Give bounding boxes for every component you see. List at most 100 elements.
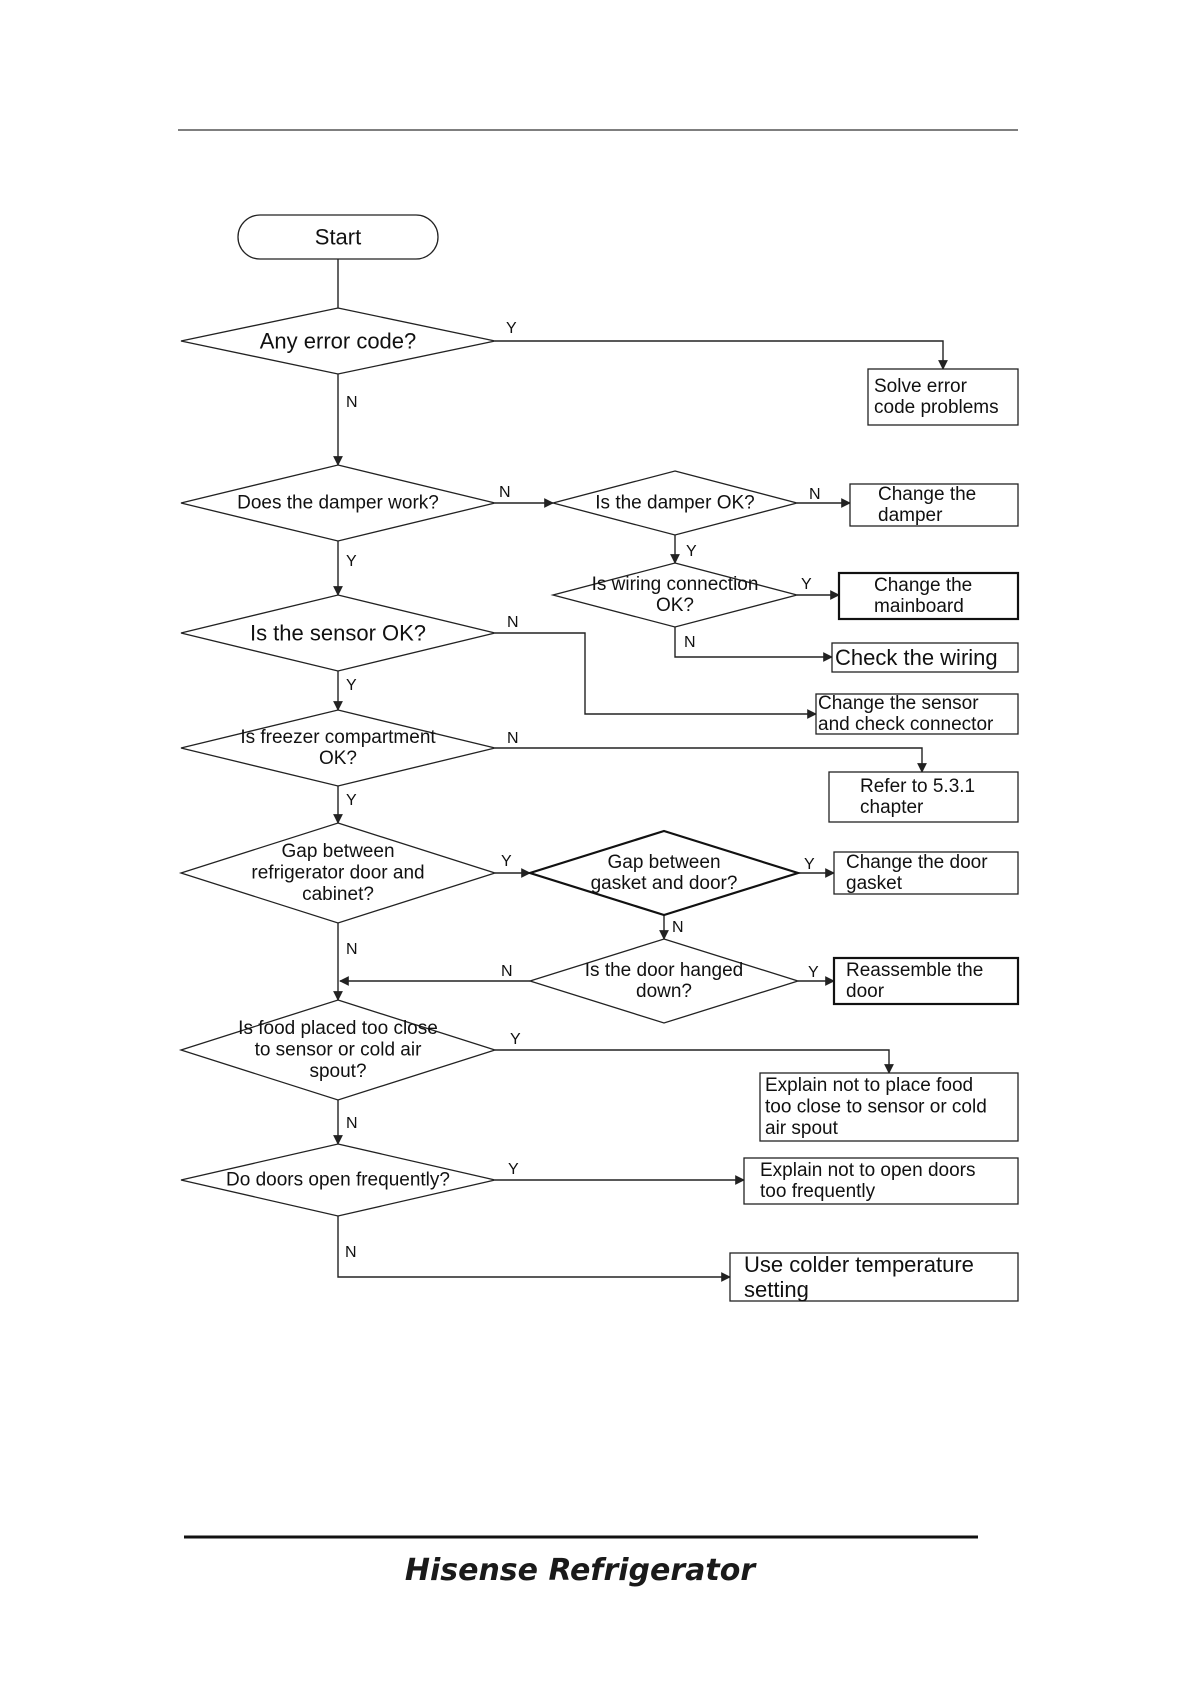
decision-shape xyxy=(550,470,800,536)
node-any-error-code: Any error code? xyxy=(180,307,496,375)
process-shape xyxy=(867,368,1019,426)
node-text-line: Gap between xyxy=(281,841,394,862)
node-text-line: chapter xyxy=(860,797,924,818)
node-text-line: Is the sensor OK? xyxy=(250,621,426,646)
node-text-line: OK? xyxy=(656,595,694,616)
process-shape xyxy=(743,1157,1019,1205)
decision-shape xyxy=(180,307,496,375)
node-text-line: door xyxy=(846,981,885,1002)
edge-label-doors-y: Y xyxy=(508,1161,519,1178)
node-text-line: spout? xyxy=(309,1061,366,1082)
node-text-line: Change the door xyxy=(846,852,988,873)
edge-label-sensor-n: N xyxy=(507,614,519,631)
terminal-shape xyxy=(237,214,439,260)
decision-shape xyxy=(178,822,498,924)
node-text-line: Explain not to place food xyxy=(765,1075,973,1096)
node-text-line: too close to sensor or cold xyxy=(765,1097,987,1118)
edge-label-damper-ok-n: N xyxy=(809,486,821,503)
node-text-line: Explain not to open doors xyxy=(760,1160,976,1181)
process-shape xyxy=(759,1072,1019,1142)
node-text-line: Solve error xyxy=(874,376,968,397)
node-doors-open: Do doors open frequently? xyxy=(180,1143,496,1217)
node-damper-ok: Is the damper OK? xyxy=(550,470,800,536)
node-damper-work: Does the damper work? xyxy=(180,464,496,542)
decision-shape xyxy=(527,938,801,1024)
node-text-line: Check the wiring xyxy=(835,645,998,670)
node-text-line: Refer to 5.3.1 xyxy=(860,776,975,797)
edge-label-gap-gasket-n: N xyxy=(672,919,684,936)
node-start: Start xyxy=(237,214,439,260)
edge-label-door-hanged-y: Y xyxy=(808,964,819,981)
edge-label-damper-ok-y: Y xyxy=(686,543,697,560)
node-text-line: OK? xyxy=(319,748,357,769)
node-text-line: Is freezer compartment xyxy=(240,727,436,748)
decision-shape xyxy=(178,999,498,1101)
node-text-line: Start xyxy=(315,225,361,250)
node-text-line: Reassemble the xyxy=(846,960,983,981)
edge-wiring-n xyxy=(674,627,833,662)
process-shape xyxy=(831,642,1019,673)
node-text-line: Do doors open frequently? xyxy=(226,1170,450,1191)
edges xyxy=(333,259,948,1282)
process-shape xyxy=(833,851,1019,895)
decision-shape xyxy=(526,829,802,917)
edge-label-sensor-y: Y xyxy=(346,677,357,694)
node-text-line: Change the sensor xyxy=(818,693,979,714)
process-shape xyxy=(828,771,1019,823)
edge-label-doors-n: N xyxy=(345,1244,357,1261)
edge-label-freezer-n: N xyxy=(507,730,519,747)
process-shape xyxy=(729,1252,1019,1302)
node-text-line: code problems xyxy=(874,397,999,418)
node-text-line: mainboard xyxy=(874,596,964,617)
edge-sensor-n xyxy=(495,632,817,719)
node-text-line: Is the door hanged xyxy=(585,960,743,981)
node-text-line: to sensor or cold air xyxy=(255,1040,423,1061)
node-text-line: gasket xyxy=(846,873,903,894)
node-text-line: damper xyxy=(878,505,943,526)
edge-label-food-y: Y xyxy=(510,1031,521,1048)
node-text-line: and check connector xyxy=(818,714,994,735)
node-text-line: Does the damper work? xyxy=(237,493,439,514)
node-check-wiring: Check the wiring xyxy=(831,642,1019,673)
edge-freezer-n xyxy=(495,747,927,773)
edge-label-damper-work-n: N xyxy=(499,484,511,501)
edge-error-y-to-solve xyxy=(495,340,948,370)
node-text-line: too frequently xyxy=(760,1181,876,1202)
edge-label-wiring-y: Y xyxy=(801,576,812,593)
node-sensor-ok: Is the sensor OK? xyxy=(180,594,496,672)
edge-label-error-y: Y xyxy=(506,320,517,337)
process-shape xyxy=(815,693,1019,735)
edge-label-error-n: N xyxy=(346,394,358,411)
edge-label-damper-work-y: Y xyxy=(346,553,357,570)
node-text-line: cabinet? xyxy=(302,884,374,905)
process-shape xyxy=(849,483,1019,527)
node-text-line: Change the xyxy=(874,575,972,596)
edge-label-food-n: N xyxy=(346,1115,358,1132)
edge-label-door-hanged-n: N xyxy=(501,963,513,980)
edge-label-gap-gasket-y: Y xyxy=(804,856,815,873)
node-text-line: down? xyxy=(636,981,692,1002)
node-text-line: air spout xyxy=(765,1118,839,1139)
decision-shape xyxy=(550,562,800,628)
node-text-line: refrigerator door and xyxy=(251,863,424,884)
edge-label-gap-cabinet-n: N xyxy=(346,941,358,958)
node-text-line: setting xyxy=(744,1277,809,1302)
edge-doors-n xyxy=(337,1216,731,1282)
node-text-line: Use colder temperature xyxy=(744,1252,974,1277)
node-text-line: Gap between xyxy=(607,852,720,873)
node-text-line: Any error code? xyxy=(260,329,417,354)
